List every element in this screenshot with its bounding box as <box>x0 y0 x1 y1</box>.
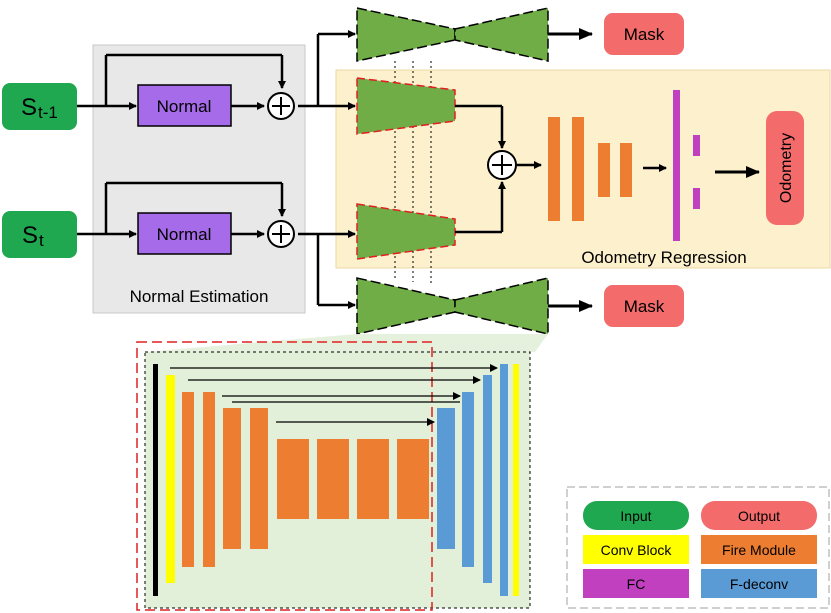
input-st-main: S <box>22 222 38 249</box>
svg-text:Odometry: Odometry <box>778 133 795 203</box>
mask-output-top: Mask <box>604 13 684 55</box>
mask-network-bottom <box>356 277 549 335</box>
odometry-output-box: Odometry <box>766 111 804 225</box>
odometry-fc-layers <box>673 90 700 241</box>
sum-icon-odometry <box>487 150 517 180</box>
legend-swatch <box>701 501 817 530</box>
odometry-encoder-top <box>356 77 456 135</box>
legend-item-conv-block: Conv Block <box>583 535 689 564</box>
legend-swatch <box>701 569 817 598</box>
normal-estimation-label: Normal Estimation <box>130 287 269 306</box>
detail-layers <box>153 364 519 596</box>
odometry-regression-label: Odometry Regression <box>581 248 746 267</box>
svg-text:Normal: Normal <box>157 225 212 244</box>
mask-network-top <box>356 7 549 62</box>
normal-block-top: Normal <box>137 84 232 127</box>
legend-item-output: Output <box>701 501 817 530</box>
legend-item-fire-module: Fire Module <box>701 535 817 564</box>
legend-swatch <box>583 535 689 564</box>
sum-icon-top <box>267 92 295 120</box>
legend-swatch <box>583 569 689 598</box>
input-st-1-main: S <box>21 94 37 121</box>
normal-block-bottom: Normal <box>137 212 232 255</box>
top-path-arrows <box>77 30 356 110</box>
svg-text:Mask: Mask <box>624 25 665 44</box>
mask-output-bottom: Mask <box>604 285 684 327</box>
detail-zoom-cone <box>145 334 548 352</box>
svg-text:Mask: Mask <box>624 297 665 316</box>
input-st: S t <box>2 211 77 258</box>
input-st-1-sub: t-1 <box>38 103 58 122</box>
legend-label: Output <box>738 508 780 524</box>
legend-item-input: Input <box>583 501 689 530</box>
legend-label: Fire Module <box>722 542 796 558</box>
legend-label: F-deconv <box>730 576 788 592</box>
legend-swatch <box>583 501 689 530</box>
legend-label: Input <box>620 508 651 524</box>
legend-label: FC <box>627 576 646 592</box>
sum-icon-bottom <box>267 220 295 248</box>
svg-text:Normal: Normal <box>157 97 212 116</box>
legend-swatch <box>701 535 817 564</box>
odometry-arrows <box>455 104 667 234</box>
input-st-1: S t-1 <box>2 83 77 130</box>
odometry-fire-modules <box>548 117 632 221</box>
input-st-sub: t <box>39 231 44 250</box>
skip-connection-arrows <box>170 364 498 426</box>
odometry-encoder-bottom <box>356 203 456 260</box>
legend-item-fc: FC <box>583 569 689 598</box>
bottom-path-arrows <box>77 181 356 309</box>
encoder-highlight-box <box>136 341 433 611</box>
legend-label: Conv Block <box>601 542 673 558</box>
legend-item-f-deconv: F-deconv <box>701 569 817 598</box>
